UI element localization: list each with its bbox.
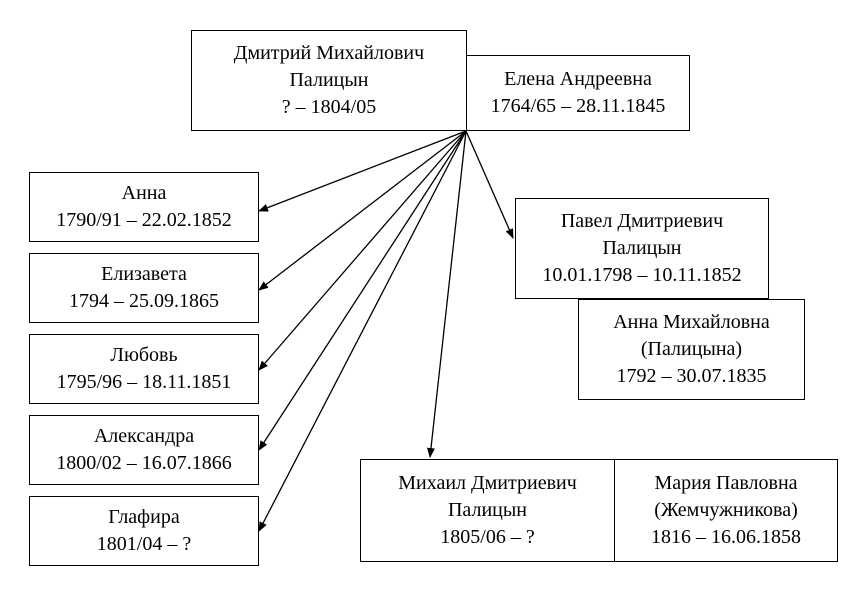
- mikhail-dates: 1805/06 – ?: [440, 526, 535, 548]
- arrow-to-anna: [258, 130, 467, 212]
- pavel-name: Павел Дмитриевич: [560, 210, 724, 232]
- father-box: Дмитрий Михайлович Палицын ? – 1804/05: [191, 30, 467, 131]
- mother-name: Елена Андреевна: [504, 68, 652, 90]
- daughter-box: Любовь 1795/96 – 18.11.1851: [29, 334, 259, 404]
- pavel-spouse-name: Анна Михайловна: [613, 311, 770, 333]
- arrow-to-glafira: [258, 130, 467, 532]
- father-name: Дмитрий Михайлович: [233, 42, 425, 64]
- daughter-box: Глафира 1801/04 – ?: [29, 496, 259, 566]
- daughter-box: Анна 1790/91 – 22.02.1852: [29, 172, 259, 242]
- pavel-spouse-maiden: (Палицына): [640, 338, 743, 360]
- daughter-box: Александра 1800/02 – 16.07.1866: [29, 415, 259, 485]
- mikhail-spouse-maiden: (Жемчужникова): [654, 499, 798, 521]
- mikhail-spouse-box: Мария Павловна (Жемчужникова) 1816 – 16.…: [614, 459, 838, 562]
- arrow-to-pavel: [465, 130, 514, 239]
- daughter-name: Любовь: [110, 344, 178, 366]
- pavel-surname: Палицын: [602, 237, 682, 259]
- pavel-spouse-dates: 1792 – 30.07.1835: [616, 365, 767, 387]
- daughter-name: Александра: [93, 425, 195, 447]
- mikhail-surname: Палицын: [447, 499, 528, 521]
- daughter-name: Анна: [121, 182, 167, 204]
- daughter-dates: 1790/91 – 22.02.1852: [56, 209, 232, 231]
- mikhail-spouse-name: Мария Павловна: [654, 472, 798, 494]
- arrow-to-elizaveta: [258, 130, 467, 291]
- mother-dates: 1764/65 – 28.11.1845: [490, 95, 666, 117]
- pavel-box: Павел Дмитриевич Палицын 10.01.1798 – 10…: [515, 198, 769, 299]
- daughter-dates: 1795/96 – 18.11.1851: [56, 371, 232, 393]
- mikhail-name: Михаил Дмитриевич: [398, 472, 577, 494]
- pavel-spouse-box: Анна Михайловна (Палицына) 1792 – 30.07.…: [578, 299, 805, 400]
- daughter-name: Глафира: [108, 506, 180, 528]
- arrow-to-lyubov: [258, 130, 467, 371]
- daughter-dates: 1800/02 – 16.07.1866: [56, 452, 232, 474]
- mikhail-box: Михаил Дмитриевич Палицын 1805/06 – ?: [360, 459, 615, 562]
- daughter-dates: 1794 – 25.09.1865: [69, 290, 219, 312]
- daughter-dates: 1801/04 – ?: [96, 533, 192, 555]
- daughter-box: Елизавета 1794 – 25.09.1865: [29, 253, 259, 323]
- father-surname: Палицын: [289, 69, 369, 91]
- daughter-name: Елизавета: [101, 263, 187, 285]
- arrow-to-mikhail: [427, 130, 467, 458]
- arrow-to-aleksandra: [258, 130, 467, 451]
- mother-box: Елена Андреевна 1764/65 – 28.11.1845: [466, 55, 690, 131]
- mikhail-spouse-dates: 1816 – 16.06.1858: [651, 526, 801, 548]
- pavel-dates: 10.01.1798 – 10.11.1852: [542, 264, 742, 286]
- father-dates: ? – 1804/05: [281, 96, 377, 118]
